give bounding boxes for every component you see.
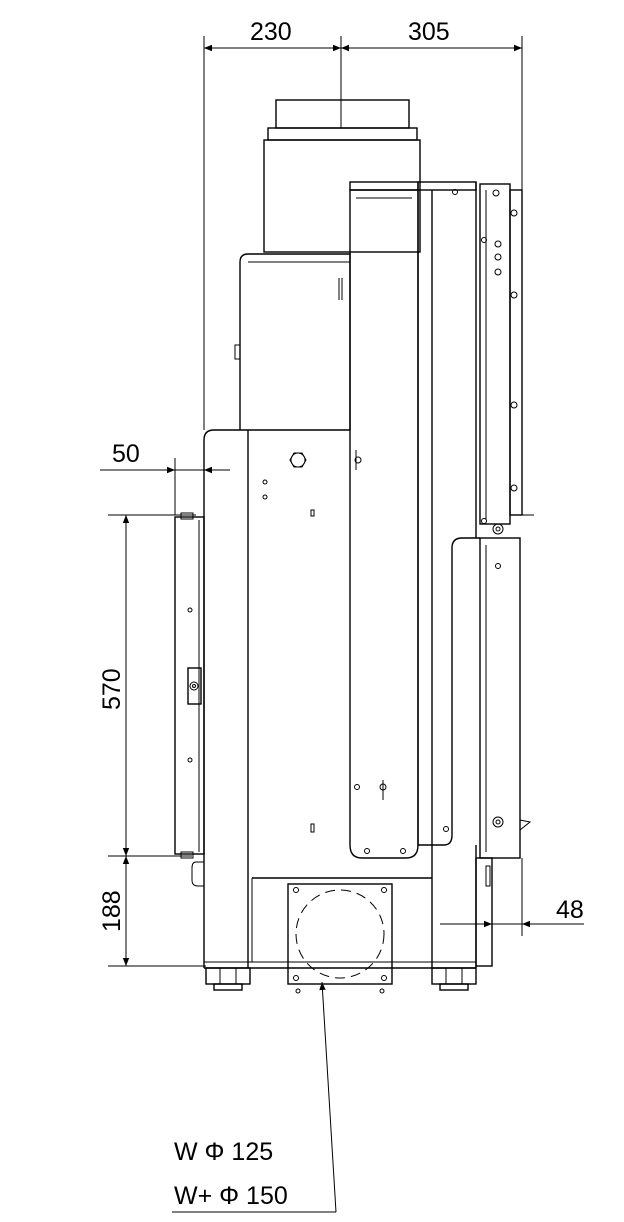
dim-188-label: 188 bbox=[98, 890, 126, 932]
bottom-spigot bbox=[287, 883, 393, 994]
dim-48: 48 bbox=[440, 858, 584, 936]
main-body bbox=[191, 429, 477, 969]
legend-leader: W Φ 125 W+ Φ 150 bbox=[172, 981, 337, 1213]
legend-line-w: W Φ 125 bbox=[174, 1138, 273, 1166]
upper-housing bbox=[234, 253, 351, 430]
dim-230-label: 230 bbox=[250, 18, 292, 46]
side-element bbox=[174, 512, 205, 859]
dim-305-label: 305 bbox=[408, 18, 450, 46]
feet bbox=[205, 967, 477, 991]
front-panel bbox=[349, 181, 419, 859]
flue-collar bbox=[263, 99, 421, 253]
right-rail bbox=[475, 183, 534, 967]
dim-570-label: 570 bbox=[98, 668, 126, 710]
dim-vertical: 570 188 bbox=[98, 514, 206, 967]
dim-50-label: 50 bbox=[112, 440, 140, 468]
dim-48-label: 48 bbox=[556, 896, 584, 924]
side-casing bbox=[417, 181, 480, 846]
dim-50: 50 bbox=[100, 440, 230, 515]
top-dimension: 230 305 bbox=[203, 18, 523, 430]
legend-line-wplus: W+ Φ 150 bbox=[174, 1182, 288, 1210]
